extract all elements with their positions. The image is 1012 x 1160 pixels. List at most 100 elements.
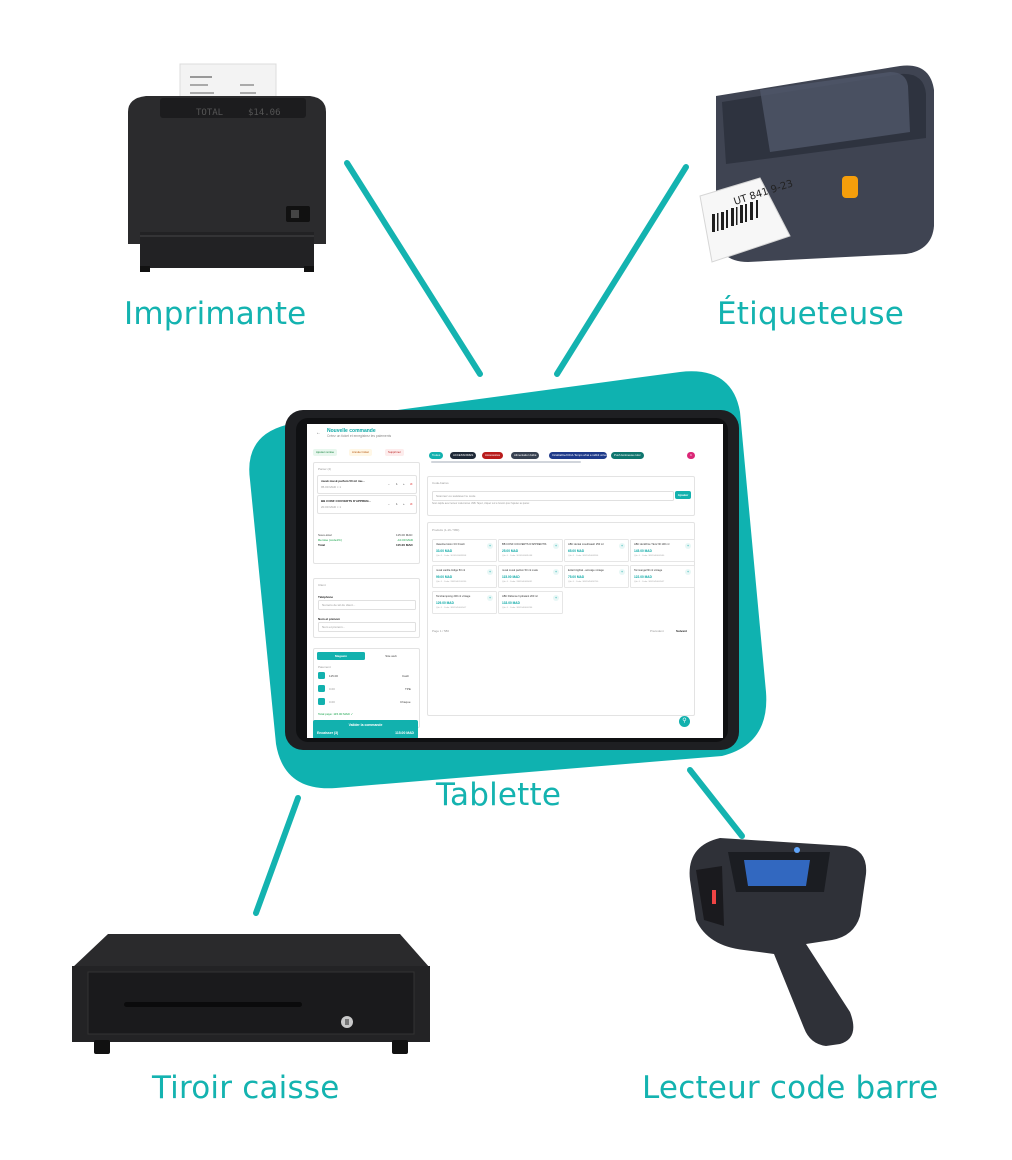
product-card[interactable]: BB CONF COUVERTS D'APPRENTIS 25.00 MAD Q… xyxy=(498,539,563,562)
label-tablet-caption: Tablette xyxy=(436,777,562,813)
delete-button[interactable]: Supprimer xyxy=(385,449,404,456)
payment-row[interactable]: 115.00 Cash xyxy=(318,671,415,681)
cash-icon xyxy=(318,672,325,679)
product-price: 145.00 MAD xyxy=(634,549,652,553)
connector-label-printer xyxy=(554,164,689,377)
product-meta: Qté: 0 · Code: 3016168081088 xyxy=(502,555,533,557)
tab-site-web[interactable]: Site web xyxy=(367,652,415,660)
payment-row[interactable]: 0.00 TPE xyxy=(318,684,415,694)
link-fab-icon[interactable]: ⚲ xyxy=(679,716,690,727)
products-title: Produits (1-16 / 580) xyxy=(432,528,460,532)
category-chip[interactable]: Alimentation bébé xyxy=(511,452,540,459)
product-meta: Qté: 0 · Code: 3652045058750 xyxy=(568,581,599,583)
qty-minus-button[interactable]: − xyxy=(388,482,390,486)
qty-value: 1 xyxy=(396,482,398,486)
tab-magasin[interactable]: Magasin xyxy=(317,652,365,660)
product-name: ABC dental mouthwash 250 ml xyxy=(568,543,604,546)
phone-input[interactable]: Numéro de tél du client... xyxy=(318,600,416,610)
add-product-icon[interactable]: + xyxy=(619,569,625,575)
add-product-icon[interactable]: + xyxy=(685,543,691,549)
category-scrollbar[interactable] xyxy=(431,461,581,463)
product-card[interactable]: ABC dentifrice Tlenz fill 100 ml 145.00 … xyxy=(630,539,695,562)
add-product-icon[interactable]: + xyxy=(553,569,559,575)
label-barcode-reader-caption: Lecteur code barre xyxy=(642,1070,939,1106)
add-product-icon[interactable]: + xyxy=(487,543,493,549)
add-product-icon[interactable]: + xyxy=(487,569,493,575)
product-card[interactable]: ABC Défense hydratant 200 ml 133.00 MAD … xyxy=(498,591,563,614)
tablet-screen: ← Nouvelle commande Créez un ticket et e… xyxy=(307,424,723,738)
prev-page-button[interactable]: Précédent xyxy=(650,629,664,633)
order-panel: Ajouter remise Annuler ticket Supprimer … xyxy=(313,448,420,738)
product-card[interactable]: Vaseline lotion 3 D Fresh 33.00 MAD Qté:… xyxy=(432,539,497,562)
label-printer-caption: Imprimante xyxy=(124,296,307,332)
product-price: 129.00 MAD xyxy=(436,601,454,605)
payment-amount: 0.00 xyxy=(329,700,335,704)
product-name: musk vanilla Indige 50 ml xyxy=(436,569,466,572)
barcode-input[interactable]: Scannez ou saisissez le code xyxy=(432,491,674,501)
cash-in-amount: 115.00 MAD xyxy=(395,731,414,735)
pagination-info: Page 1 / 580 xyxy=(432,629,450,633)
category-chip[interactable]: Push lumineuse color xyxy=(611,452,644,459)
tab-site-web-label: Site web xyxy=(385,654,397,658)
product-price: 33.00 MAD xyxy=(436,549,453,553)
product-card[interactable]: Tal shampoing 200 ml vintage 129.00 MAD … xyxy=(432,591,497,614)
barcode-card: Code-barres Scannez ou saisissez le code… xyxy=(427,476,695,516)
product-name: Vaseline lotion 3 D Fresh xyxy=(436,543,465,546)
category-chip[interactable]: Toutes xyxy=(429,452,444,459)
add-product-icon[interactable]: + xyxy=(619,543,625,549)
trash-icon[interactable]: ⊘ xyxy=(410,482,413,486)
qty-plus-button[interactable]: + xyxy=(403,502,405,506)
connector-barcode-reader xyxy=(687,767,745,839)
category-bar: Toutes ACCESSOIRES Accessoires Alimentat… xyxy=(425,446,723,464)
product-card[interactable]: Eclat brightal - anti-âge vintage 75.00 … xyxy=(564,565,629,588)
cancel-ticket-button[interactable]: Annuler ticket xyxy=(349,449,372,456)
payment-row[interactable]: 0.00 Chèque xyxy=(318,697,415,707)
add-discount-button[interactable]: Ajouter remise xyxy=(313,449,338,456)
subtotal-value: 115.00 MAD xyxy=(396,533,413,537)
add-product-icon[interactable]: + xyxy=(487,595,493,601)
product-card[interactable]: musk musk parfum 50 ml musk 115.00 MAD Q… xyxy=(498,565,563,588)
cash-drawer-icon xyxy=(72,934,430,1054)
qty-value: 1 xyxy=(396,502,398,506)
qty-plus-button[interactable]: + xyxy=(403,482,405,486)
category-chip[interactable]: ACCESSOIRES xyxy=(450,452,477,459)
cart-title: Panier (2) xyxy=(318,467,332,471)
category-chip[interactable]: Cicabiafine/CICA-Temps what a rabbit uni… xyxy=(549,452,607,459)
barcode-add-button[interactable]: Ajouter xyxy=(675,491,691,499)
back-arrow-icon[interactable]: ← xyxy=(316,430,321,436)
product-meta: Qté: 0 · Code: 3652046046580 xyxy=(634,555,665,557)
connector-cash-drawer xyxy=(253,795,301,916)
product-name: ABC dentifrice Tlenz fill 100 ml xyxy=(634,543,670,546)
product-card[interactable]: ABC dental mouthwash 250 ml 65.00 MAD Qt… xyxy=(564,539,629,562)
cart-item-name: BB CONF COUVERTS D'APPREN... xyxy=(321,499,371,503)
total-label: Total xyxy=(318,543,325,547)
add-product-icon[interactable]: + xyxy=(553,595,559,601)
total-value: 115.00 MAD xyxy=(396,543,413,547)
next-page-button[interactable]: Suivant xyxy=(676,629,687,633)
cart-item[interactable]: BB CONF COUVERTS D'APPREN... 20.00 MAD ×… xyxy=(317,495,417,514)
payment-title: Paiement xyxy=(318,665,331,669)
add-product-icon[interactable]: + xyxy=(685,569,691,575)
cart-item[interactable]: musk musk parfum 50 ml mu... 95.00 MAD ×… xyxy=(317,475,417,494)
product-name: BB CONF COUVERTS D'APPRENTIS xyxy=(502,543,547,546)
cash-in-button[interactable]: Encaisser (3) 115.00 MAD xyxy=(313,728,418,738)
barcode-reader-icon xyxy=(689,838,867,1046)
phone-placeholder: Numéro de tél du client... xyxy=(322,603,356,607)
barcode-title: Code-barres xyxy=(432,481,449,485)
product-card[interactable]: Tal mangal fill ml vintage 122.00 MAD Qt… xyxy=(630,565,695,588)
product-price: 65.00 MAD xyxy=(568,549,585,553)
product-meta: Qté: 0 · Code: 3652045048956 xyxy=(568,555,599,557)
category-chip[interactable]: Accessoires xyxy=(482,452,504,459)
trash-icon[interactable]: ⊘ xyxy=(410,502,413,506)
add-product-icon[interactable]: + xyxy=(553,543,559,549)
validate-order-button[interactable]: Valider la commande xyxy=(313,720,418,731)
cart-item-name: musk musk parfum 50 ml mu... xyxy=(321,479,365,483)
name-input[interactable]: Nom et prénom... xyxy=(318,622,416,632)
product-name: ABC Défense hydratant 200 ml xyxy=(502,595,538,598)
product-card[interactable]: musk vanilla Indige 50 ml 99.00 MAD Qté:… xyxy=(432,565,497,588)
category-chip[interactable]: C xyxy=(687,452,696,459)
products-card: Produits (1-16 / 580) Vaseline lotion 3 … xyxy=(427,522,695,716)
payment-amount: 0.00 xyxy=(329,687,335,691)
qty-minus-button[interactable]: − xyxy=(388,502,390,506)
barcode-placeholder: Scannez ou saisissez le code xyxy=(436,494,476,498)
